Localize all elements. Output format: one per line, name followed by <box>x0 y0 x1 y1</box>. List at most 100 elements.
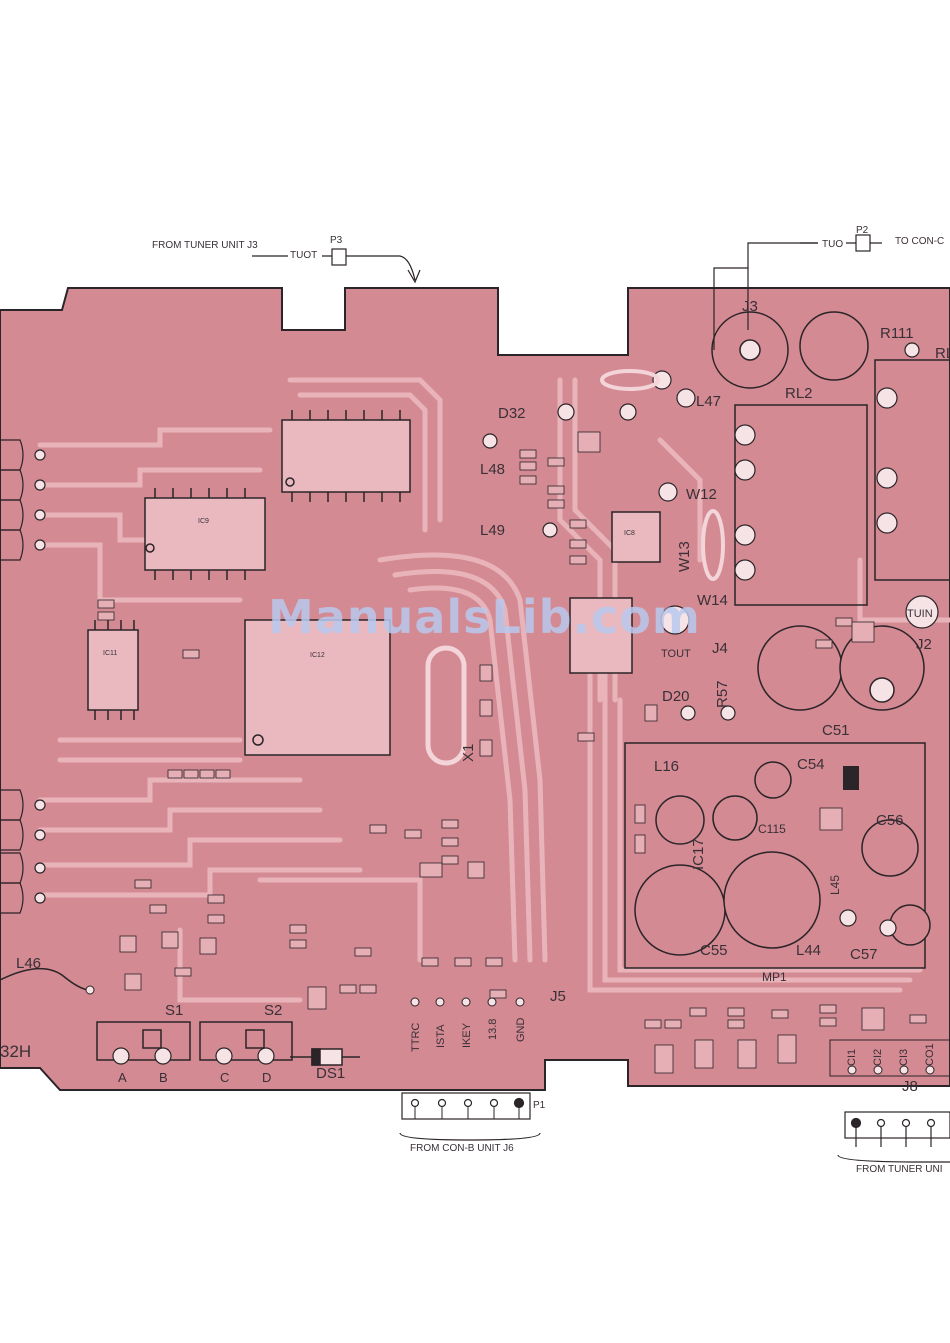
j5-pin-ttrc: TTRC <box>410 1022 422 1052</box>
cap-c51 <box>757 625 843 711</box>
c56-label: C56 <box>876 812 904 829</box>
p3-label: P3 <box>330 235 343 246</box>
x1-label: X1 <box>460 743 477 762</box>
smd-parts <box>97 431 927 1074</box>
ic-pins <box>94 410 401 720</box>
cap-c56 <box>861 819 919 877</box>
switch-pin-b: B <box>159 1070 168 1085</box>
switch-pin-a: A <box>118 1070 127 1085</box>
j8-pin-ci1: CI1 <box>846 1048 858 1066</box>
r57-label: R57 <box>714 680 731 708</box>
coil-l46 <box>0 967 91 991</box>
rl2-frame <box>734 404 868 606</box>
c55-label: C55 <box>700 942 728 959</box>
p2-label: P2 <box>856 225 869 236</box>
tuot-label: TUOT <box>290 250 318 261</box>
c51-label: C51 <box>822 722 850 739</box>
l45-label: L45 <box>828 874 842 895</box>
ic8 <box>611 511 661 563</box>
ic10 <box>281 419 411 493</box>
cap-l44 <box>723 851 821 949</box>
w13-label: W13 <box>676 541 693 572</box>
d32-label: D32 <box>498 405 526 422</box>
switch-pin-c: C <box>220 1070 230 1085</box>
wire-connectors-top <box>252 234 882 350</box>
j5-label: J5 <box>550 988 566 1005</box>
ic12-label: IC12 <box>310 652 325 659</box>
l48-label: L48 <box>480 461 506 478</box>
diode-ds1 <box>290 1048 360 1066</box>
l49-label: L49 <box>480 522 506 539</box>
tuo-label: TUO <box>822 239 844 250</box>
from-tuner-j3-label: FROM TUNER UNIT J3 <box>152 240 258 251</box>
l16-label: L16 <box>654 758 680 775</box>
j8-pin-ci3: CI3 <box>898 1048 910 1066</box>
w14-label: W14 <box>697 592 728 609</box>
rl-label: RL <box>935 345 950 362</box>
tuin-label: TUIN <box>907 608 933 620</box>
p1-label: P1 <box>533 1100 546 1111</box>
edge-fingers-left <box>0 439 24 914</box>
to-con-label: TO CON-C <box>895 236 945 247</box>
ic-packages <box>87 359 950 969</box>
c57-label: C57 <box>850 946 878 963</box>
crystal-x1 <box>425 645 467 766</box>
dark-component <box>843 766 859 790</box>
from-con-b-label: FROM CON-B UNIT J6 <box>410 1143 514 1154</box>
r111-label: R111 <box>880 325 914 342</box>
manualslib-watermark: ManualsLib.com <box>268 590 701 644</box>
ic11 <box>87 629 139 711</box>
tout-label: TOUT <box>661 648 691 660</box>
ic8-label: IC8 <box>624 530 635 537</box>
cap-c115 <box>712 795 758 841</box>
ic9-label: IC9 <box>198 518 209 525</box>
j5-pads <box>410 997 525 1007</box>
ic12 <box>244 619 391 756</box>
ic-pin1-dots <box>145 477 295 746</box>
edge-pads-left <box>34 449 46 904</box>
mp1-frame <box>624 742 926 969</box>
ic9 <box>144 497 266 571</box>
switch-bodies <box>96 1021 293 1061</box>
rl2-label: RL2 <box>785 385 813 402</box>
j5-pin-ista: ISTA <box>435 1024 447 1048</box>
from-tuner-unit-label: FROM TUNER UNI <box>856 1164 943 1175</box>
j5-pin-13v8: 13.8 <box>487 1018 499 1040</box>
jumpers <box>600 369 725 581</box>
ic17-label: IC17 <box>690 838 707 870</box>
tuner-pins <box>844 1111 950 1147</box>
l47-label: L47 <box>696 393 722 410</box>
ic7 <box>569 597 633 674</box>
s2-label: S2 <box>264 1002 283 1019</box>
cap-r111-area <box>799 311 869 381</box>
p1-pins <box>410 1097 525 1109</box>
j8-pin-co1: CO1 <box>924 1043 936 1066</box>
ic11-label: IC11 <box>103 650 118 657</box>
j5-pin-gnd: GND <box>515 1017 527 1042</box>
l46-label: L46 <box>16 955 42 972</box>
ds1-label: DS1 <box>316 1065 346 1082</box>
c115-label: C115 <box>758 822 786 836</box>
c54-label: C54 <box>797 756 825 773</box>
pads-right <box>482 342 939 937</box>
j5-pin-ikey: IKEY <box>461 1022 473 1048</box>
round-components <box>634 311 931 956</box>
j2-label: J2 <box>916 636 932 653</box>
bottom-connectors <box>399 1092 950 1163</box>
l44-label: L44 <box>796 942 822 959</box>
j3-label: J3 <box>742 298 758 315</box>
j8-label: J8 <box>902 1078 918 1095</box>
s1-label: S1 <box>165 1002 184 1019</box>
j8-pads <box>829 1039 950 1077</box>
board-id-label: 32H <box>0 1042 32 1061</box>
j8-pin-ci2: CI2 <box>872 1048 884 1066</box>
p1-pin-stems <box>414 1107 520 1119</box>
rl-frame <box>874 359 950 581</box>
switch-pin-d: D <box>262 1070 272 1085</box>
mp1-label: MP1 <box>762 970 787 984</box>
w12-label: W12 <box>686 486 717 503</box>
j4-label: J4 <box>712 640 728 657</box>
switch-pads <box>112 1047 275 1065</box>
cap-c54 <box>754 761 792 799</box>
